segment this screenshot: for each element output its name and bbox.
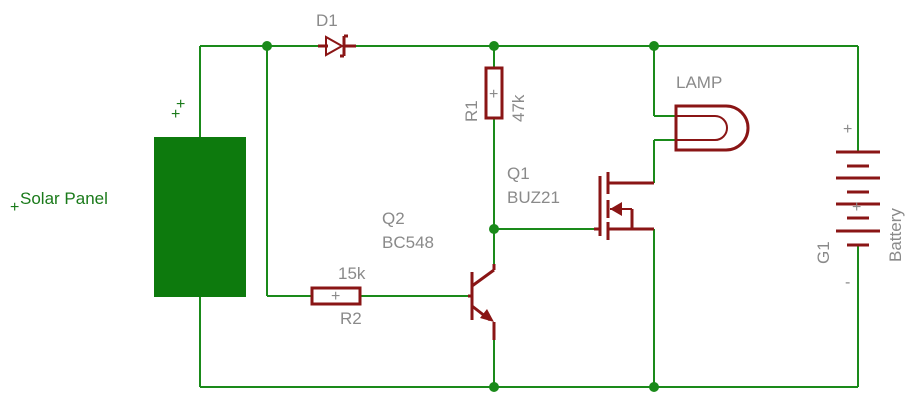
- transistor-q2-part: BC548: [382, 233, 434, 252]
- resistor-r2-plus: +: [331, 288, 340, 305]
- battery-minus-mark: -: [845, 274, 850, 291]
- solar-panel: [154, 137, 246, 297]
- lamp-label: LAMP: [676, 73, 722, 92]
- junction-dot: [489, 41, 499, 51]
- diode-d1-label: D1: [316, 11, 338, 30]
- panel-plus-mark: +: [176, 96, 185, 113]
- solar-panel-label: Solar Panel: [20, 189, 108, 208]
- wires: [199, 45, 859, 388]
- resistor-r1-value: 47k: [509, 94, 528, 122]
- junction-dot: [262, 41, 272, 51]
- mosfet-q1-name: Q1: [507, 164, 530, 183]
- junction-dot: [649, 41, 659, 51]
- junction-dot: [489, 224, 499, 234]
- battery-label: Battery: [886, 208, 905, 262]
- junctions: [262, 41, 659, 392]
- resistor-r2: [310, 286, 362, 306]
- panel-plus-mark-small: +: [171, 106, 180, 123]
- battery-plus-mark: +: [843, 121, 852, 138]
- transistor-q2-name: Q2: [382, 209, 405, 228]
- battery-g1: [836, 150, 880, 247]
- mosfet-q1-part: BUZ21: [507, 188, 560, 207]
- mosfet-q1: [594, 172, 654, 240]
- resistor-r1-plus: +: [489, 86, 498, 103]
- solar-panel-origin-mark: +: [10, 199, 19, 216]
- junction-dot: [649, 382, 659, 392]
- battery-mid-plus-mark: +: [852, 199, 861, 216]
- resistor-r2-value: 15k: [338, 264, 366, 283]
- lamp: [674, 104, 750, 152]
- resistor-r1: [484, 66, 504, 120]
- transistor-q2: [468, 264, 496, 340]
- diode-d1: [318, 34, 356, 58]
- resistor-r2-name: R2: [340, 309, 362, 328]
- resistor-r1-name: R1: [462, 100, 481, 122]
- battery-g1-name: G1: [814, 241, 833, 264]
- junction-dot: [489, 382, 499, 392]
